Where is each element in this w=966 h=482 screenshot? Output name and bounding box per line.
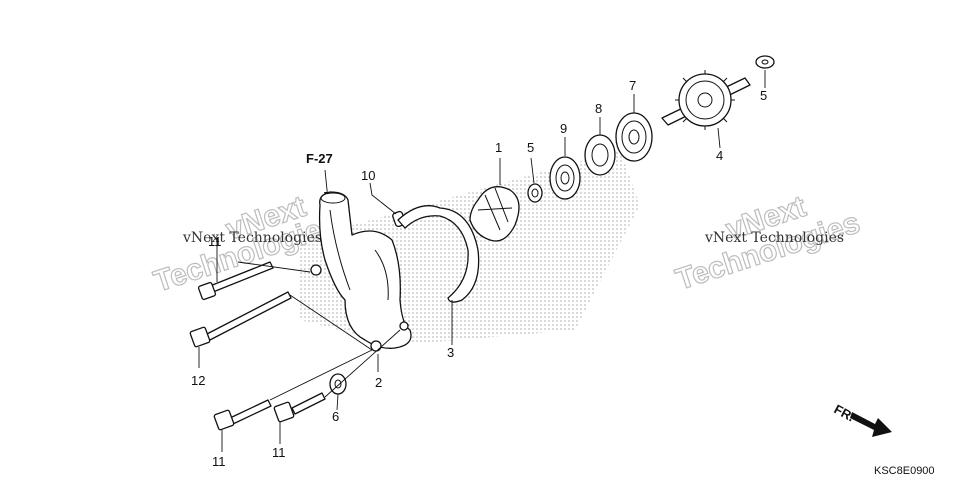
part-5-washer-right: 5 (755, 55, 775, 103)
svg-text:7: 7 (629, 78, 636, 93)
svg-text:F-27: F-27 (306, 151, 333, 166)
watermark-right: Technologies vNext vNext Technologies (671, 189, 864, 297)
svg-text:vNext Technologies: vNext Technologies (182, 230, 322, 246)
part-12-long-bolt: 12 (189, 291, 292, 388)
part-1-impeller: 1 (469, 140, 520, 242)
svg-text:vNext Technologies: vNext Technologies (704, 230, 844, 246)
part-8-oil-seal: 8 (584, 101, 616, 176)
svg-text:11: 11 (272, 445, 286, 460)
svg-text:10: 10 (361, 168, 375, 183)
svg-text:9: 9 (560, 121, 567, 136)
callout-2: 2 (375, 375, 382, 390)
svg-text:3: 3 (447, 345, 454, 360)
svg-text:11: 11 (212, 454, 226, 469)
part-11-bolt-top: 11 (197, 234, 274, 301)
svg-text:8: 8 (595, 101, 602, 116)
svg-text:12: 12 (191, 373, 205, 388)
part-3-gasket: 3 (397, 205, 480, 360)
part-6-washer: 6 (329, 373, 347, 424)
diagram-code: KSC8E0900 (874, 465, 935, 477)
svg-text:4: 4 (716, 148, 723, 163)
svg-text:11: 11 (208, 234, 222, 249)
part-7-bearing: 7 (615, 78, 653, 162)
part-9-seal: 9 (549, 121, 581, 200)
part-11-bolt-bottom-mid: 11 (272, 392, 326, 460)
svg-text:1: 1 (495, 140, 502, 155)
part-5-washer-left: 5 (527, 140, 543, 203)
part-4-shaft-gear: 4 (661, 70, 751, 163)
front-direction-arrow: FR. (832, 401, 892, 437)
part-2-pump-cover (310, 191, 412, 352)
part-11-bolt-bottom-left: 11 (212, 399, 272, 469)
svg-text:5: 5 (527, 140, 534, 155)
svg-text:5: 5 (760, 88, 767, 103)
alignment-lines (237, 261, 401, 401)
svg-text:6: 6 (332, 409, 339, 424)
